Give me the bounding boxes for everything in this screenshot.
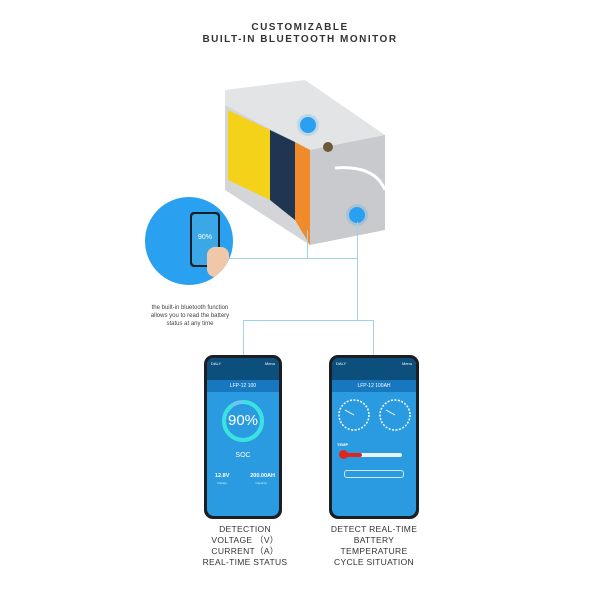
soc-value: 90% <box>227 412 259 429</box>
title-line-2: BUILT-IN BLUETOOTH MONITOR <box>202 34 398 45</box>
cycle-bar <box>344 470 404 478</box>
caption-right: DETECT REAL-TIME BATTERY TEMPERATURE CYC… <box>330 524 418 567</box>
soc-ring <box>222 400 264 442</box>
title-line-1: CUSTOMIZABLE <box>251 22 349 33</box>
thermometer-icon <box>339 450 348 459</box>
hand-caption: the built-in bluetooth function allows y… <box>150 305 230 327</box>
hand-phone-illustration: 90% <box>145 197 233 285</box>
bluetooth-module-marker <box>349 207 365 223</box>
temperature-bar <box>342 453 362 457</box>
menu-button[interactable]: Menu <box>401 361 412 366</box>
caption-left: DETECTION VOLTAGE （V） CURRENT（A） REAL-TI… <box>202 524 288 567</box>
gauges <box>338 399 411 431</box>
capacity-value: 200.00AH <box>250 473 275 479</box>
battery-image <box>225 80 387 245</box>
menu-button[interactable]: Menu <box>264 361 275 366</box>
voltage-value: 12.8V <box>215 473 230 479</box>
soc-label: SOC <box>235 452 251 459</box>
terminal-marker <box>300 117 316 133</box>
